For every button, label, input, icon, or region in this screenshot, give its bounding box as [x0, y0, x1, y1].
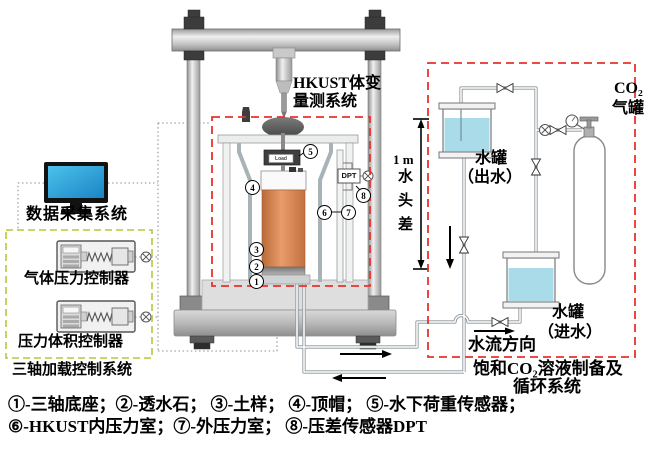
head-char-1: 水: [398, 169, 414, 185]
callout-1-base: 1: [249, 274, 264, 289]
volume-pressure-controller: [56, 300, 136, 333]
head-char-3: 差: [398, 217, 414, 233]
in-tank-label-line1: 水罐: [552, 304, 585, 321]
water-tank-inlet: [502, 251, 560, 309]
monitor-screen: [48, 166, 104, 198]
valve-co2-line: [549, 124, 567, 136]
callout-3-soil-sample: 3: [249, 242, 264, 257]
water-fill: [508, 268, 554, 301]
callout-7-outer-cell: 7: [341, 205, 356, 220]
base-plate: [173, 309, 397, 337]
in-tank-label-line2: （进水）: [538, 324, 603, 341]
triaxial-base: [256, 274, 311, 285]
loading-ram: [272, 47, 296, 119]
water-fill: [444, 118, 490, 152]
co2-tank-label-line2: 气罐: [612, 100, 645, 117]
daq-label: 数据采集系统: [26, 206, 129, 223]
controller-screw: [86, 311, 113, 323]
frame-bolts: [183, 9, 386, 61]
soil-sample: [261, 189, 306, 268]
head-difference-arrow: [413, 118, 429, 270]
gas-controller-label: 气体压力控制器: [24, 271, 130, 287]
fitting-volume-controller: [140, 311, 152, 323]
co2-tank-label-line1: CO₂: [614, 80, 643, 97]
co2-system-label-line2: 循环系统: [513, 377, 581, 396]
load-label: Load: [275, 156, 287, 162]
cell-top-plate: [217, 134, 359, 144]
inner-cell-wall-left: [237, 143, 252, 282]
cell-system-outline: [211, 116, 371, 287]
fitting-co2: [539, 124, 551, 136]
co2-system-outline: [427, 62, 636, 358]
cell-post-left: [222, 142, 231, 283]
dpt-box: [337, 168, 361, 184]
cell-dome: [262, 117, 304, 137]
cell-nozzle: [242, 107, 250, 122]
head-value-label: 1 m: [393, 152, 414, 167]
legend-line-1: ①-三轴底座；②-透水石； ③-土样； ④-顶帽； ⑤-水下荷重传感器；: [8, 395, 526, 414]
porous-stone: [261, 266, 306, 276]
legend-line-2: ⑥-HKUST内压力室；⑦-外压力室； ⑧-压差传感器DPT: [8, 417, 427, 436]
valve-outlet-downpipe: [458, 236, 470, 254]
volume-system-label-line1: HKUST体变: [293, 75, 382, 92]
callout-4-top-cap: 4: [245, 180, 260, 195]
monitor: [44, 162, 108, 214]
inner-cell-wall-right: [318, 143, 333, 282]
callout-2-porous-stone: 2: [249, 259, 264, 274]
frame-column-left: [186, 50, 201, 302]
loading-system-label: 三轴加载控制系统: [12, 362, 133, 378]
fitting-gas-controller: [140, 251, 152, 263]
callout-6-inner-cell: 6: [317, 205, 332, 220]
controller-screw: [86, 251, 113, 263]
dpt-label: DPT: [341, 171, 357, 180]
out-tank-label-line2: （出水）: [458, 169, 523, 186]
water-tank-outlet: [438, 102, 496, 159]
load-frame: [171, 9, 401, 350]
gas-pressure-controller: [56, 240, 136, 273]
cylinder-neck: [583, 126, 595, 138]
flow-direction-label: 水流方向: [468, 335, 536, 354]
controller-cylinder: [111, 307, 129, 326]
control-system-outline: [5, 229, 153, 359]
load-cell-display: [268, 154, 294, 163]
fitting-dpt: [362, 170, 374, 182]
callout-5-load-cell: 5: [303, 144, 318, 159]
controller-cylinder: [111, 247, 129, 266]
co2-cylinder: [565, 114, 606, 285]
co2-system-label-line1: 饱和CO₂溶液制备及: [473, 359, 623, 378]
out-tank-label-line1: 水罐: [475, 150, 508, 167]
valves: [458, 82, 567, 328]
top-cap: [260, 170, 307, 191]
volume-system-label-line2: 量测系统: [293, 93, 358, 110]
volume-controller-label: 压力体积控制器: [18, 334, 124, 350]
signal-wires: [17, 122, 278, 352]
valve-intank-downpipe: [530, 158, 542, 176]
callout-8-dpt: 8: [356, 188, 371, 203]
valve-top-line: [496, 82, 514, 94]
pedestal-block: [201, 279, 369, 311]
flow-arrows: [332, 226, 515, 382]
triaxial-cell: [217, 107, 363, 285]
head-char-2: 头: [398, 193, 414, 209]
valve-inlet-line: [491, 316, 509, 328]
